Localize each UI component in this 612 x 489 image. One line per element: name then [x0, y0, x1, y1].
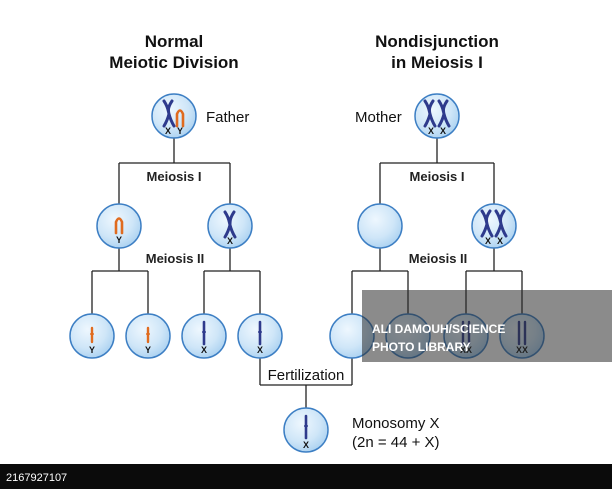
zygote-cell: X: [283, 407, 329, 453]
result-label-line2: (2n = 44 + X): [352, 434, 440, 451]
chromosome-label-x: X: [257, 345, 263, 355]
x-chromosome-icon: [480, 209, 494, 238]
left-title-line2: Meiotic Division: [109, 53, 238, 72]
right-title-line1: Nondisjunction: [375, 32, 499, 51]
chromosome-label-x: X: [303, 440, 309, 450]
chromosome-label-x: X: [165, 126, 171, 136]
secondary-cell-x: X: [207, 203, 253, 249]
watermark-line1: ALI DAMOUH/SCIENCE: [372, 322, 505, 336]
chromosome-label-x: X: [485, 236, 491, 246]
y-chromosome-icon: [114, 217, 124, 235]
chromosome-label-x: X: [201, 345, 207, 355]
secondary-cell-xx: X X: [471, 203, 517, 249]
left-title-line1: Normal: [145, 32, 204, 51]
father-label: Father: [206, 109, 249, 126]
result-label-line1: Monosomy X: [352, 415, 440, 432]
chromosome-label-x: X: [497, 236, 503, 246]
gamete-x-1: X: [181, 313, 227, 359]
y-chromosome-icon: [175, 109, 185, 128]
chromosome-label-y: Y: [89, 345, 95, 355]
chromosome-label-y: Y: [116, 235, 122, 245]
chromosome-label-x: X: [428, 126, 434, 136]
father-cell: X Y: [151, 93, 197, 139]
chromosome-label-y: Y: [177, 126, 183, 136]
watermark-line2: PHOTO LIBRARY: [372, 340, 471, 354]
gamete-y-2: Y: [125, 313, 171, 359]
image-id-strip: 2167927107: [0, 464, 612, 489]
meiosis-1-label-right: Meiosis I: [410, 169, 465, 184]
x-chromosome-icon: [223, 210, 237, 239]
chromosome-label-x: X: [227, 236, 233, 246]
gamete-x-2: X: [237, 313, 283, 359]
x-chromosome-icon: [437, 99, 451, 128]
secondary-cell-y: Y: [96, 203, 142, 249]
mother-cell: X X: [414, 93, 460, 139]
meiosis-2-label-left: Meiosis II: [146, 251, 205, 266]
x-chromosome-icon: [423, 99, 437, 128]
chromosome-label-y: Y: [145, 345, 151, 355]
gamete-y-1: Y: [69, 313, 115, 359]
x-chromosome-icon: [494, 209, 508, 238]
fertilization-label: Fertilization: [268, 367, 345, 384]
image-id: 2167927107: [6, 472, 67, 484]
meiosis-1-label-left: Meiosis I: [147, 169, 202, 184]
watermark: ALI DAMOUH/SCIENCE PHOTO LIBRARY: [362, 290, 612, 362]
chromosome-label-x: X: [440, 126, 446, 136]
secondary-cell-empty: [357, 203, 403, 249]
mother-label: Mother: [355, 109, 402, 126]
x-chromosome-icon: [162, 99, 176, 128]
right-title-line2: in Meiosis I: [391, 53, 483, 72]
meiosis-2-label-right: Meiosis II: [409, 251, 468, 266]
